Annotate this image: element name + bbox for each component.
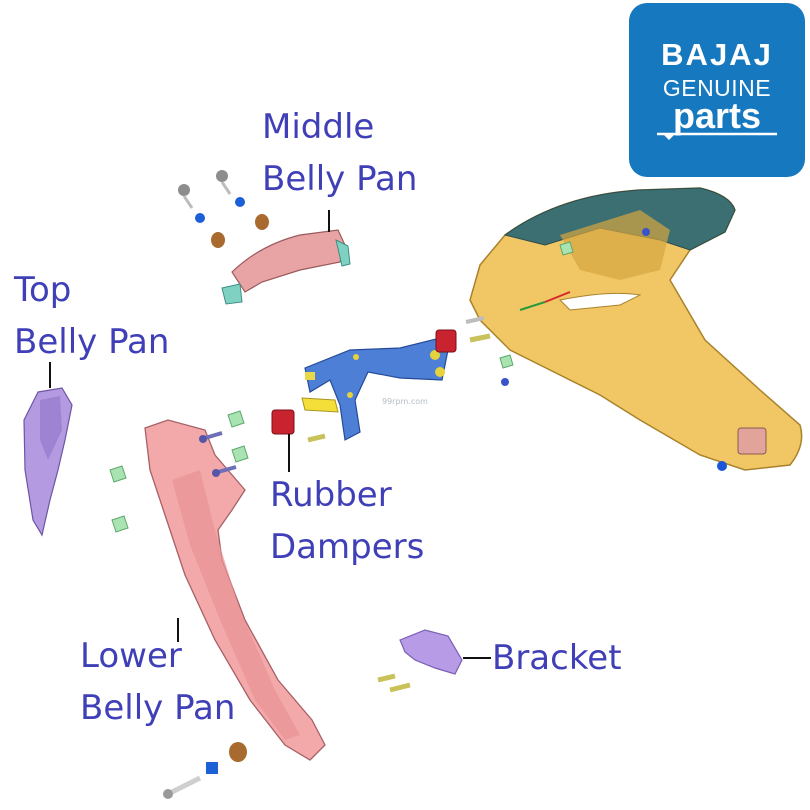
- green-clips: [109, 241, 574, 533]
- bottom-hardware: [163, 742, 247, 799]
- bajaj-genuine-parts-logo: BAJAJ GENUINE parts: [629, 3, 805, 177]
- leader-lower-belly-pan: [177, 618, 179, 642]
- label-lower-belly-pan: Lower Belly Pan: [80, 630, 235, 734]
- label-rubber-dampers-line2: Dampers: [270, 527, 425, 567]
- rubber-dampers: [271, 329, 457, 435]
- label-rubber-dampers: Rubber Dampers: [270, 469, 424, 573]
- watermark: 99rpm.com: [382, 397, 428, 406]
- lower-pan-screws: [199, 431, 237, 477]
- top-belly-pan: [23, 387, 73, 537]
- middle-belly-pan: [221, 229, 351, 305]
- mount-bracket: [399, 629, 463, 675]
- label-middle-belly-pan-line1: Middle: [262, 107, 375, 147]
- label-top-belly-pan: Top Belly Pan: [14, 264, 169, 368]
- logo-parts: parts: [672, 95, 762, 136]
- label-lower-belly-pan-line1: Lower: [80, 636, 182, 676]
- lower-belly-pan: [144, 419, 326, 761]
- label-top-belly-pan-line1: Top: [14, 270, 72, 310]
- label-middle-belly-pan: Middle Belly Pan: [262, 101, 417, 205]
- label-rubber-dampers-line1: Rubber: [270, 475, 392, 515]
- label-lower-belly-pan-line2: Belly Pan: [80, 688, 236, 728]
- label-middle-belly-pan-line2: Belly Pan: [262, 159, 418, 199]
- yellow-bolts: [307, 316, 509, 693]
- leader-top-belly-pan: [49, 362, 51, 388]
- label-top-belly-pan-line2: Belly Pan: [14, 322, 170, 362]
- leader-rubber-dampers: [288, 434, 290, 472]
- blue-bracket: [301, 337, 449, 441]
- label-bracket: Bracket: [492, 638, 622, 678]
- middle-pan-hardware: [178, 170, 269, 248]
- fairing-assembly: [469, 187, 803, 471]
- logo-genuine: GENUINE: [662, 75, 772, 101]
- leader-bracket: [463, 657, 491, 659]
- leader-middle-belly-pan: [328, 210, 330, 232]
- logo-brand: BAJAJ: [661, 37, 773, 72]
- logo-underline-icon: [657, 132, 777, 140]
